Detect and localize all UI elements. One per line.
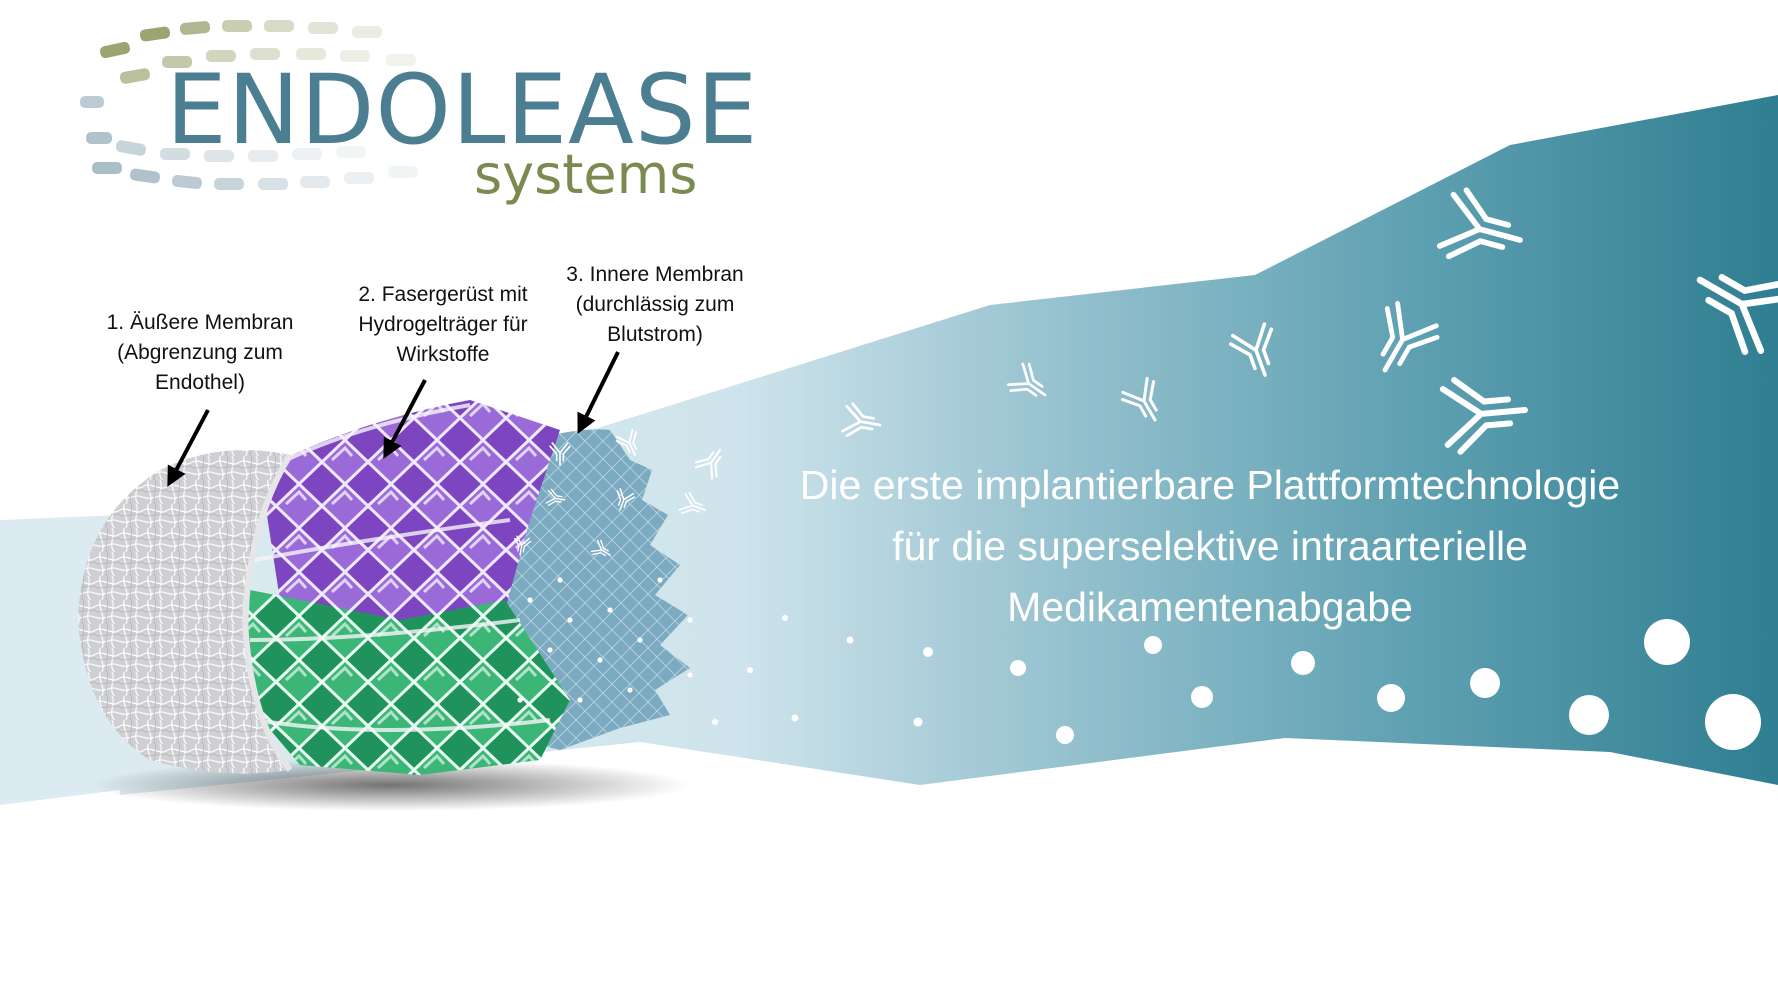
logo-swoosh-icon [80, 20, 418, 190]
arrow-outer-membrane [167, 409, 210, 487]
label-line: Hydrogelträger für [358, 313, 528, 336]
headline: Die erste implantierbare Plattformtechno… [750, 455, 1670, 638]
headline-line: Die erste implantierbare Plattformtechno… [799, 462, 1621, 508]
label-line: 1. Äußere Membran [106, 311, 294, 334]
logo-tagline: systems [474, 143, 698, 206]
label-line: Endothel) [155, 371, 245, 394]
logo-wordmark: ENDOLEASE [166, 54, 759, 166]
label-line: 2. Fasergerüst mit [358, 283, 528, 306]
label-inner-membrane: 3. Innere Membran (durchlässig zum Bluts… [550, 260, 760, 350]
label-line: (durchlässig zum [575, 293, 735, 316]
outer-membrane [78, 450, 290, 774]
arrow-icon [167, 351, 620, 487]
label-outer-membrane: 1. Äußere Membran (Abgrenzung zum Endoth… [90, 308, 310, 398]
label-fiber-scaffold: 2. Fasergerüst mit Hydrogelträger für Wi… [338, 280, 548, 370]
label-line: Blutstrom) [607, 323, 703, 346]
label-line: 3. Innere Membran [566, 263, 744, 286]
implant-icon [78, 400, 693, 775]
arrow-inner-membrane [577, 351, 620, 434]
label-line: (Abgrenzung zum [117, 341, 283, 364]
particle-icon [687, 615, 1761, 750]
label-line: Wirkstoffe [396, 343, 490, 366]
hydrogel-layer-purple [260, 400, 560, 640]
arrow-fiber-scaffold [383, 379, 427, 459]
headline-line: für die superselektive intraarterielle [892, 523, 1528, 569]
headline-line: Medikamentenabgabe [1007, 584, 1413, 630]
